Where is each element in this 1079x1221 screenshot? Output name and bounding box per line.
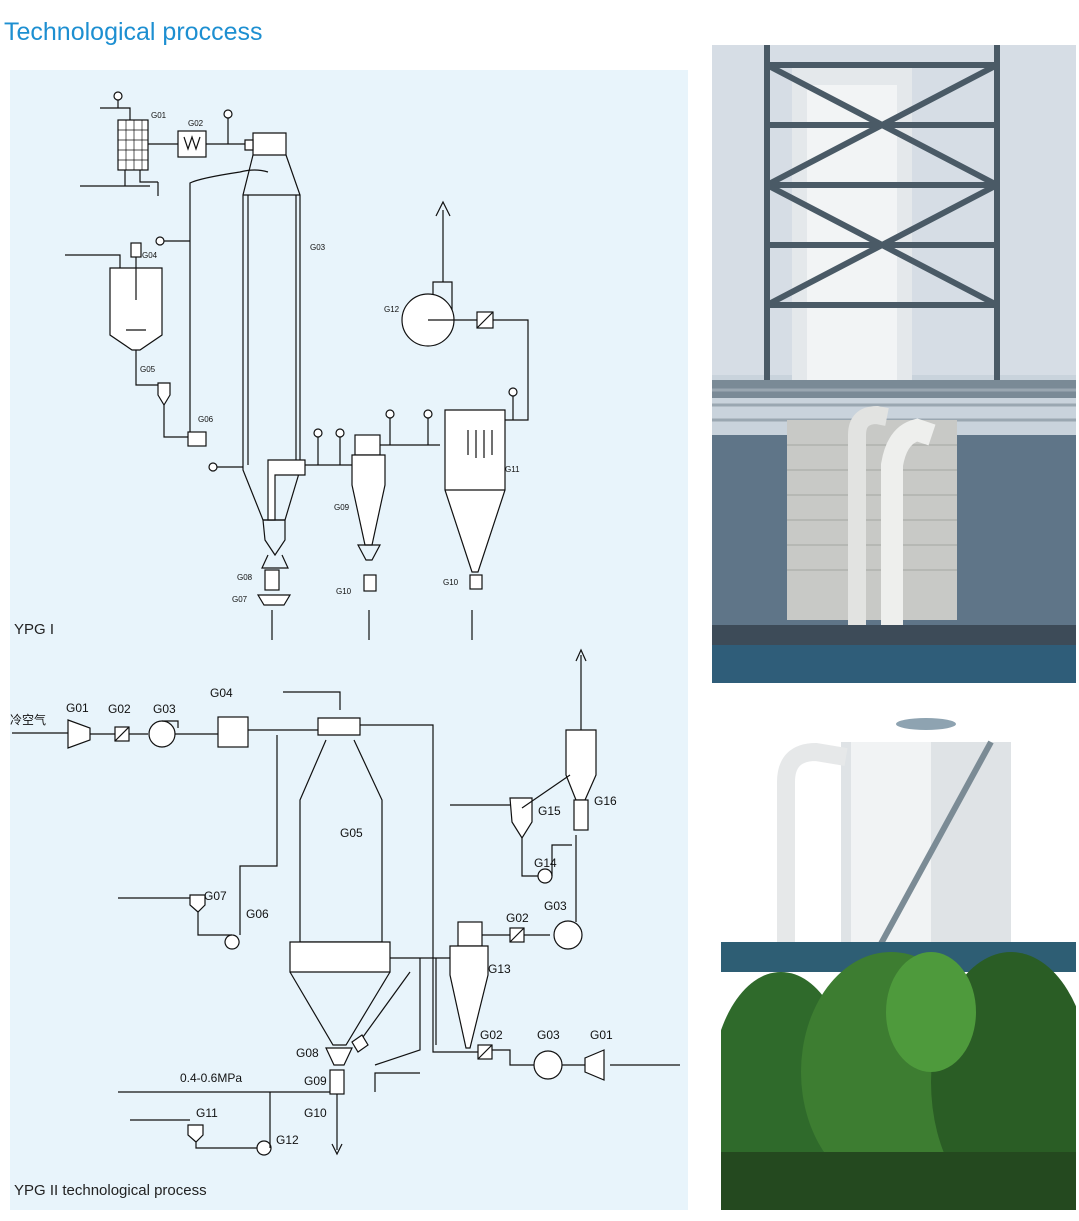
ypg1-caption: YPG I xyxy=(14,621,55,638)
ypg1-g01-label: G01 xyxy=(151,111,167,120)
ypg1-g11-label: G11 xyxy=(505,465,520,474)
ypg2-cold-air-label: 冷空气 xyxy=(10,712,46,727)
ypg2-g02c-label: G02 xyxy=(480,1028,503,1042)
plant-structure-photo xyxy=(712,45,1076,683)
ypg2-g01c-label: G01 xyxy=(590,1028,613,1042)
ypg1-g07-label: G07 xyxy=(232,595,248,604)
ypg2-g16-label: G16 xyxy=(594,794,617,808)
ypg1-g06-label: G06 xyxy=(198,415,214,424)
ypg2-g03c-label: G03 xyxy=(537,1028,560,1042)
ypg2-g10-label: G10 xyxy=(304,1106,327,1120)
ypg1-g05-label: G05 xyxy=(140,365,156,374)
ypg1-g12-label: G12 xyxy=(384,305,400,314)
ypg1-g04-label: G04 xyxy=(142,251,158,260)
diagram-panel xyxy=(10,70,688,1210)
ypg2-g15-label: G15 xyxy=(538,804,561,818)
ypg2-caption: YPG II technological process xyxy=(14,1182,207,1199)
ypg2-g14-label: G14 xyxy=(534,856,557,870)
ypg2-g02b-label: G02 xyxy=(506,911,529,925)
ypg2-g03-label: G03 xyxy=(153,702,176,716)
ypg1-g10a-label: G10 xyxy=(336,587,352,596)
process-diagrams: G01 G02 G03 G04 G05 G06 G07 G08 G09 G10 … xyxy=(10,91,680,1156)
ypg2-g05-label: G05 xyxy=(340,826,363,840)
ypg2-g08-label: G08 xyxy=(296,1046,319,1060)
ypg2-g07-label: G07 xyxy=(204,889,227,903)
page-title: Technological proccess xyxy=(4,18,263,46)
ypg1-g09-label: G09 xyxy=(334,503,350,512)
ypg1-g10b-label: G10 xyxy=(443,578,459,587)
ypg2-g02-label: G02 xyxy=(108,702,131,716)
ypg1-g02-label: G02 xyxy=(188,119,204,128)
ypg2-g03b-label: G03 xyxy=(544,899,567,913)
ypg2-g11-label: G11 xyxy=(196,1106,218,1120)
ypg2-pressure-label: 0.4-0.6MPa xyxy=(180,1071,242,1085)
ypg2-g12-label: G12 xyxy=(276,1133,299,1147)
ypg2-g04-label: G04 xyxy=(210,686,233,700)
spray-dryer-photo xyxy=(721,712,1076,1210)
ypg2-g13-label: G13 xyxy=(488,962,511,976)
ypg1-g03-label: G03 xyxy=(310,243,326,252)
ypg2-g01-label: G01 xyxy=(66,701,89,715)
ypg1-diagram xyxy=(65,91,529,640)
ypg2-g09-label: G09 xyxy=(304,1074,327,1088)
ypg2-diagram xyxy=(12,648,680,1156)
ypg2-g06-label: G06 xyxy=(246,907,269,921)
ypg1-g08-label: G08 xyxy=(237,573,253,582)
